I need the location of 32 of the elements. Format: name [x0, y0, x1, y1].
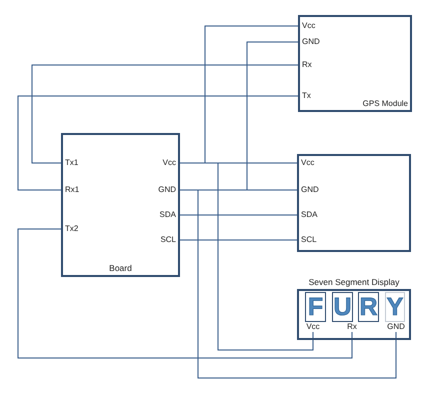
- display-digit: Y: [385, 292, 405, 322]
- wire: [18, 96, 300, 190]
- pin-label: Vcc: [299, 158, 314, 168]
- display-digit: R: [358, 292, 379, 322]
- pin-label: GND: [299, 185, 319, 195]
- pin-label: Rx: [347, 322, 357, 332]
- wire: [32, 64, 300, 164]
- pin-label: Rx: [300, 60, 312, 70]
- pin-label: GND: [300, 37, 320, 47]
- pin-label: SDA: [160, 210, 178, 220]
- pin-label: Vcc: [300, 21, 316, 31]
- display-digit: F: [305, 292, 326, 322]
- pin-label: SCL: [299, 235, 317, 245]
- wire: [18, 228, 352, 358]
- pin-label: GND: [387, 322, 405, 332]
- wire: [178, 214, 300, 216]
- pin-label: Rx1: [63, 185, 80, 195]
- pin-label: Vcc: [162, 158, 178, 168]
- board-box: [61, 133, 180, 277]
- pin-label: GND: [158, 185, 178, 195]
- module-box: [298, 15, 412, 112]
- pin-label: Tx2: [63, 224, 78, 234]
- pin-label: SCL: [160, 235, 178, 245]
- pin-label: SDA: [299, 210, 318, 220]
- display-digit: U: [332, 292, 353, 322]
- display-title: Seven Segment Display: [308, 277, 400, 287]
- module-box: [297, 154, 411, 252]
- pin-label: Tx1: [63, 158, 78, 168]
- module-label: GPS Module: [362, 99, 408, 109]
- pin-label: Tx: [300, 91, 311, 101]
- pin-label: Vcc: [306, 322, 320, 332]
- board-label: Board: [109, 263, 132, 273]
